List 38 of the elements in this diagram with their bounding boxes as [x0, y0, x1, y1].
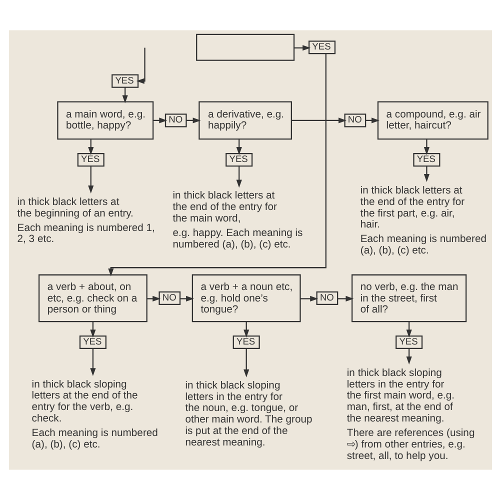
arrow	[300, 296, 318, 302]
node-text: in thick black sloping letters in the entry for the first main word, e.g. man, first, at the end of the nearest meaning. There are references (using ⇨) from other entries, e.g. street, all, to help you.	[346, 368, 474, 462]
node-box: a main word, e.g. bottle, happy?	[56, 101, 154, 140]
node-box: YES	[232, 335, 260, 350]
arrow	[146, 296, 160, 302]
arrow	[337, 296, 354, 302]
arrow	[88, 166, 94, 194]
node-box: YES	[78, 335, 106, 350]
arrow	[180, 296, 194, 302]
node-text: in thick black sloping letters in the entry for the noun, e.g. tongue, or other main word. The group is put at the end of the nearest meaning.	[184, 380, 312, 448]
arrow	[136, 48, 145, 84]
arrow	[243, 348, 249, 378]
node-text: in thick black letters at the end of the entry for the main word, e.g. happy. Each meaning is numbered (a), (b), (c) etc.	[172, 190, 302, 250]
node-text: in thick black letters at the end of the entry for the first part, e.g. air, hair. Each meaning is numbered (a), (b), (c) etc.	[360, 186, 486, 257]
arrow	[423, 139, 429, 156]
node-box: no verb, e.g. the man in the street, first of all?	[351, 274, 466, 322]
node-text: in thick black sloping letters at the end of the entry for the verb, e.g. check. Each meaning is numbered (a), (b), (c) etc.	[31, 379, 158, 450]
node-box: YES	[395, 335, 422, 350]
arrow	[108, 54, 326, 276]
node-box: YES	[76, 153, 104, 167]
arrow	[291, 118, 346, 124]
node-box: NO	[316, 291, 338, 305]
node-box: a compound, e.g. air letter, haircut?	[376, 101, 488, 140]
node-box: YES	[225, 153, 252, 167]
node-text: in thick black letters at the beginning of an entry. Each meaning is numbered 1, 2, 3 etc.	[16, 196, 154, 246]
arrow	[423, 166, 429, 182]
node-box: a verb + about, on etc, e.g. check on a person or thing	[38, 274, 147, 322]
arrow	[90, 348, 96, 376]
node-box: NO	[158, 291, 180, 305]
node-box: a verb + a noun etc, e.g. hold one’s tongue?	[191, 274, 300, 322]
node-box: YES	[412, 153, 440, 167]
node-box: YES	[308, 40, 336, 54]
node-box: NO	[164, 114, 186, 128]
arrow	[236, 166, 242, 188]
node-box: YES	[111, 74, 138, 88]
node-box: a derivative, e.g. happily?	[198, 101, 292, 140]
node-box: NO	[344, 114, 366, 128]
node-box	[196, 34, 294, 61]
